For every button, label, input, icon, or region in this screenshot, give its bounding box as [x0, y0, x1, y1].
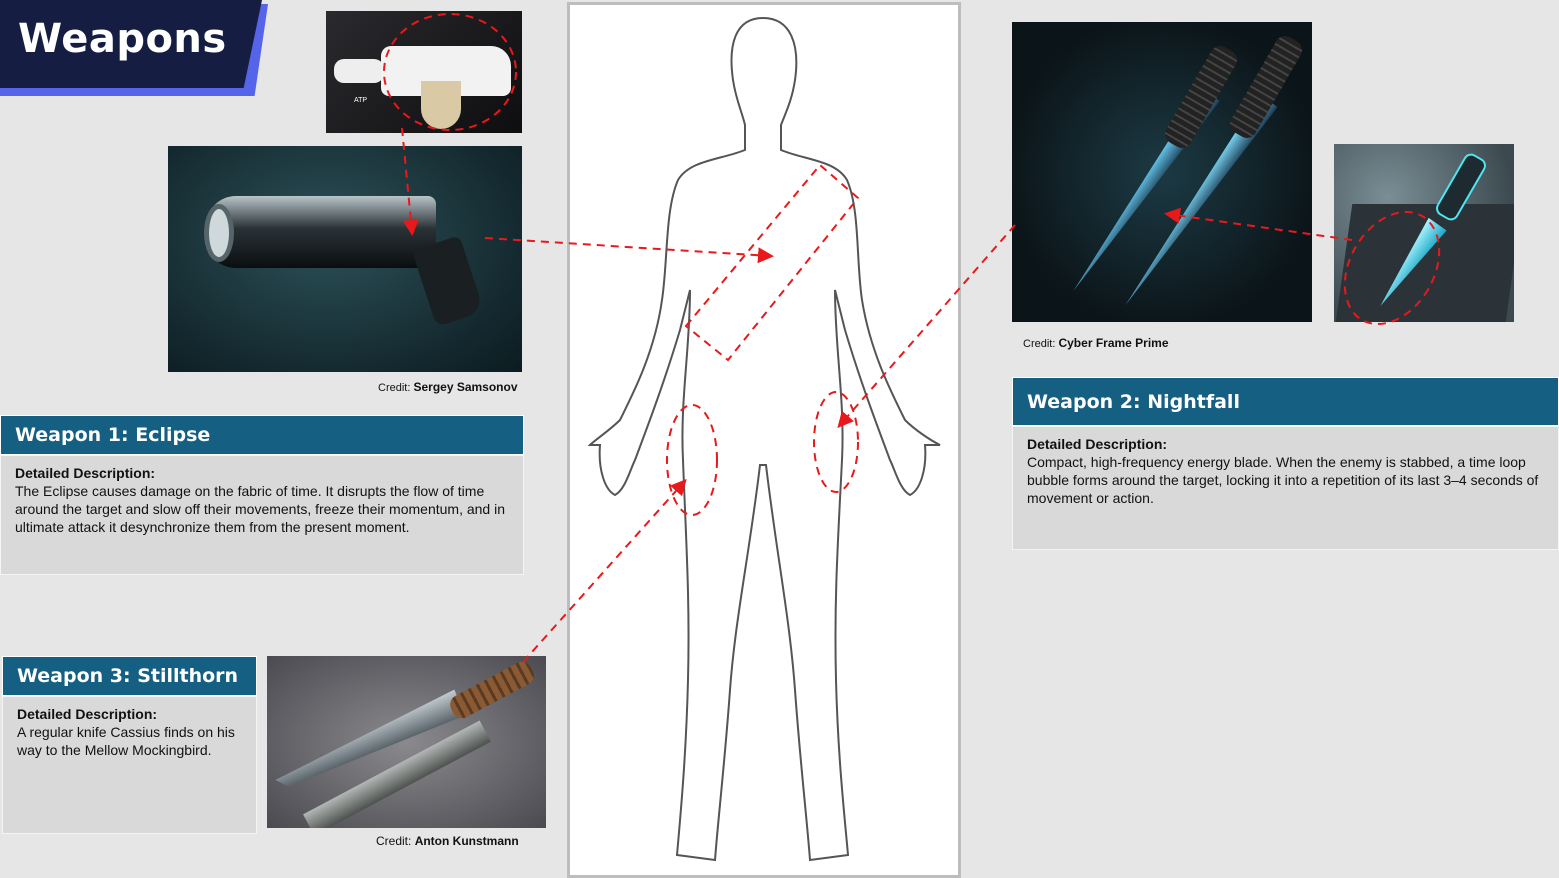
weapon-3-description: Detailed Description: A regular knife Ca… — [2, 696, 257, 834]
atp-label: ATP — [354, 97, 368, 104]
reference-gun-image: ATP — [326, 11, 522, 133]
title-banner — [0, 0, 262, 88]
nightfall-credit: Credit: Cyber Frame Prime — [1023, 336, 1169, 350]
nightfall-image-secondary — [1334, 144, 1514, 322]
eclipse-credit: Credit: Sergey Samsonov — [378, 380, 518, 394]
stillthorn-image — [267, 656, 546, 828]
weapon-2-heading: Weapon 2: Nightfall — [1012, 377, 1559, 426]
body-diagram-panel — [567, 2, 961, 878]
nightfall-image-main — [1012, 22, 1312, 322]
page-title: Weapons — [18, 16, 227, 62]
weapon-2-description: Detailed Description: Compact, high-freq… — [1012, 426, 1559, 550]
weapon-1-heading: Weapon 1: Eclipse — [0, 415, 524, 455]
weapon-1-description: Detailed Description: The Eclipse causes… — [0, 455, 524, 575]
stillthorn-credit: Credit: Anton Kunstmann — [376, 834, 519, 848]
weapon-3-heading: Weapon 3: Stillthorn — [2, 656, 257, 696]
eclipse-image — [168, 146, 522, 372]
